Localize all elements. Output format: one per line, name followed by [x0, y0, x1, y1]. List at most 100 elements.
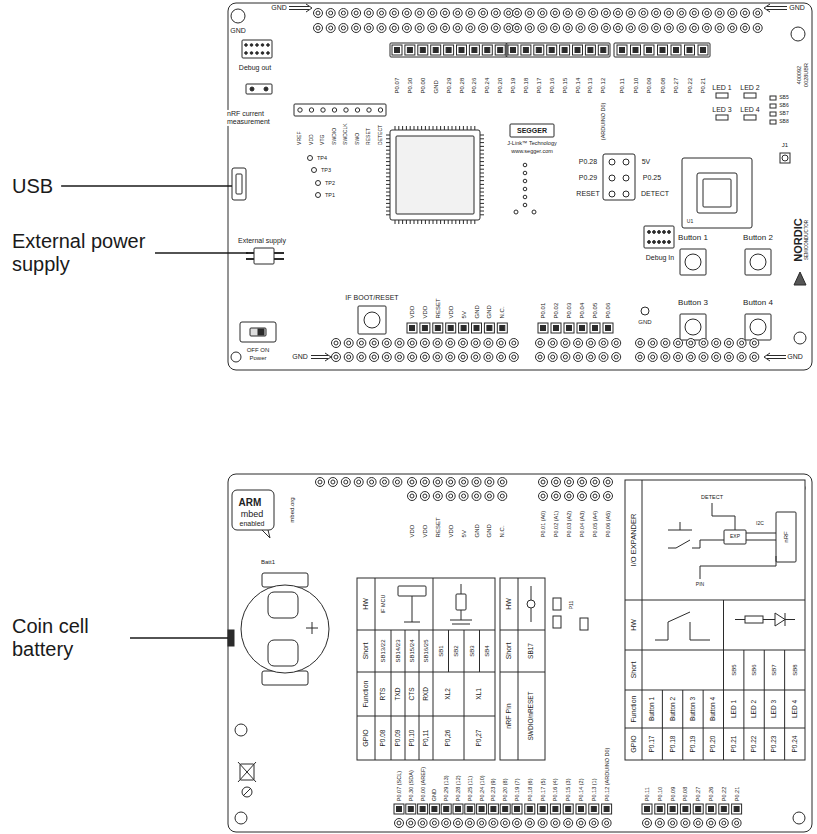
- button-symbol: [680, 522, 681, 530]
- pin-label: GND: [431, 789, 437, 801]
- led: [716, 93, 728, 98]
- header-pin: [443, 11, 447, 15]
- header-pin: [741, 9, 750, 18]
- table-cell: LED 1: [730, 700, 737, 718]
- header-pin: [475, 480, 479, 484]
- header-pin: [461, 355, 465, 359]
- crystal-symbol: [450, 620, 472, 621]
- chip-pin: [386, 165, 390, 166]
- solder-bridge: [523, 187, 527, 191]
- pin-label: P0.15 (3): [565, 778, 571, 801]
- pin-label: VDD: [409, 305, 416, 318]
- table-rule: [723, 600, 724, 760]
- mounting-hole: [231, 352, 241, 362]
- header-pin: [540, 807, 545, 812]
- chip-pin: [402, 126, 403, 130]
- header-pin: [686, 353, 695, 362]
- header-pin: [652, 9, 661, 18]
- header-pin: [491, 9, 500, 18]
- table-cell: CTS: [408, 688, 415, 701]
- header-pin: [601, 9, 610, 18]
- pin-label: P0.28 (12): [455, 775, 461, 801]
- pin-label: VREF: [297, 132, 303, 145]
- silkscreen-label: 5V: [642, 158, 651, 166]
- header-pin: [525, 819, 534, 828]
- header-pin: [562, 48, 567, 53]
- header-pin: [681, 819, 690, 828]
- header-pin: [577, 323, 587, 333]
- table-rule: [500, 630, 545, 631]
- header-pin: [418, 819, 427, 828]
- silkscreen-label: P11: [569, 601, 575, 610]
- header-pin: [577, 819, 586, 828]
- table-cell: P0.19: [689, 736, 696, 753]
- header-pin: [589, 804, 599, 814]
- silkscreen-label: mbed.org: [289, 497, 296, 522]
- chip-pin: [480, 161, 484, 162]
- table-cell: SB3: [469, 645, 476, 656]
- header-pin: [344, 108, 348, 112]
- connector-pin: [245, 52, 248, 55]
- test-point: [316, 181, 321, 186]
- header-pin: [444, 45, 454, 55]
- chip-pin: [395, 220, 396, 224]
- header-pin: [385, 341, 389, 345]
- header-pin: [694, 819, 703, 828]
- table-rule: [479, 630, 480, 672]
- header-pin: [536, 339, 545, 348]
- pin-label: P0.06 (A5): [605, 511, 611, 537]
- push-button: [680, 314, 706, 340]
- header-pin: [538, 341, 542, 345]
- weee-icon: [238, 762, 256, 782]
- header-pin: [580, 494, 584, 498]
- silkscreen-label: Batt1: [261, 559, 275, 566]
- header-pin: [604, 807, 609, 812]
- chip-pin: [444, 126, 445, 130]
- header-pin: [647, 48, 652, 53]
- chip-pin: [480, 173, 484, 174]
- header-pin: [456, 26, 460, 30]
- header-pin: [334, 341, 338, 345]
- header-pin: [551, 24, 560, 33]
- silkscreen-label: GND: [638, 319, 651, 326]
- connector-pin: [648, 231, 651, 234]
- pin-label: P0.12: [600, 77, 607, 93]
- chip-pin: [480, 135, 484, 136]
- header-pin: [420, 339, 429, 348]
- silkscreen-label: GND: [787, 353, 803, 361]
- reset-button: [364, 312, 380, 328]
- header-pin: [380, 26, 384, 30]
- header-pin: [459, 323, 469, 333]
- push-button: [680, 249, 706, 275]
- header-pin: [750, 353, 759, 362]
- table-cell: P0.17: [648, 736, 655, 753]
- header-pin: [756, 26, 760, 30]
- header-pin: [740, 355, 744, 359]
- header-pin: [370, 339, 379, 348]
- solder-bridge: [523, 195, 527, 199]
- pin-label: P0.25 (11): [467, 776, 473, 801]
- header-pin: [539, 492, 548, 501]
- header-pin: [467, 807, 472, 812]
- header-pin: [422, 326, 427, 331]
- mounting-hole: [794, 332, 806, 344]
- header-pin: [509, 339, 518, 348]
- header-pin: [589, 9, 598, 18]
- header-pin: [642, 804, 652, 814]
- header-pin: [421, 821, 425, 825]
- chip-pin: [398, 126, 399, 130]
- silkscreen-label: External supply: [238, 237, 286, 245]
- silkscreen-label: 400092: [796, 66, 802, 84]
- header-pin: [491, 807, 496, 812]
- table-rule: [625, 650, 805, 651]
- header-pin: [367, 11, 371, 15]
- board-drawing: [228, 3, 812, 832]
- connector-pin: [245, 44, 248, 47]
- table-cell: P0,27: [475, 730, 482, 747]
- header-pin: [453, 804, 463, 814]
- header-pin: [604, 478, 613, 487]
- header-pin: [591, 478, 600, 487]
- header-pin: [474, 326, 479, 331]
- callout-label: Coin cell battery: [12, 615, 122, 661]
